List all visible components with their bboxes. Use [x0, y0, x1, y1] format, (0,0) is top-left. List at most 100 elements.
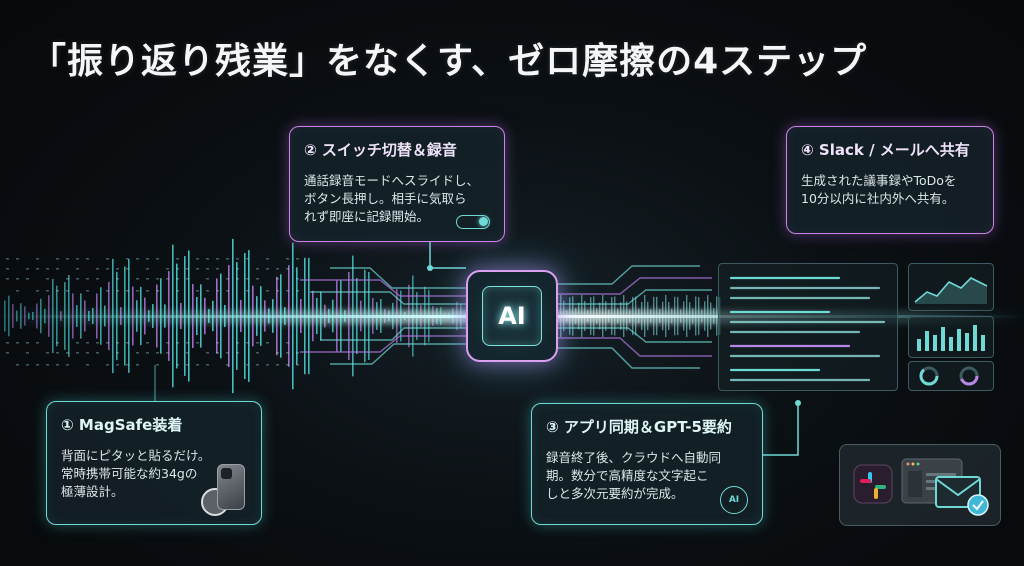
- circuit-trace: [310, 291, 466, 305]
- data-dot: [266, 290, 269, 292]
- data-dot: [56, 342, 59, 344]
- data-dot: [26, 364, 29, 366]
- data-dot: [46, 290, 49, 292]
- data-dot: [116, 364, 119, 366]
- data-dot: [296, 278, 299, 280]
- data-dot: [46, 278, 49, 280]
- data-dot: [16, 278, 19, 280]
- ai-badge-icon: AI: [720, 486, 748, 514]
- circuit-trace: [558, 327, 712, 343]
- data-dot: [296, 352, 299, 354]
- data-dot: [126, 364, 129, 366]
- data-dot: [266, 258, 269, 260]
- data-dot: [176, 268, 179, 270]
- data-dot: [206, 268, 209, 270]
- data-dot: [166, 268, 169, 270]
- data-dot: [286, 364, 289, 366]
- data-dot: [76, 278, 79, 280]
- data-dot: [46, 352, 49, 354]
- data-dot: [156, 352, 159, 354]
- data-dot: [156, 278, 159, 280]
- data-dot: [26, 268, 29, 270]
- data-dot: [216, 290, 219, 292]
- ai-chip-core: AI: [482, 286, 542, 346]
- data-dots: [6, 258, 299, 366]
- data-dot: [116, 352, 119, 354]
- connector-dot: [795, 400, 801, 406]
- data-dot: [86, 364, 89, 366]
- data-dot: [246, 278, 249, 280]
- data-dot: [96, 278, 99, 280]
- data-dot: [106, 258, 109, 260]
- data-dot: [286, 342, 289, 344]
- data-dot: [86, 290, 89, 292]
- data-dot: [176, 290, 179, 292]
- data-dot: [206, 278, 209, 280]
- step-4-text: 生成された議事録やToDoを 10分以内に社内外へ共有。: [801, 173, 957, 206]
- data-dot: [236, 342, 239, 344]
- data-dot: [276, 364, 279, 366]
- data-dot: [276, 290, 279, 292]
- data-dot: [136, 364, 139, 366]
- circuit-trace: [330, 343, 466, 365]
- data-dot: [196, 258, 199, 260]
- data-dot: [86, 352, 89, 354]
- data-dot: [16, 342, 19, 344]
- data-dot: [56, 364, 59, 366]
- data-dot: [6, 268, 9, 270]
- data-dot: [276, 268, 279, 270]
- data-dot: [196, 290, 199, 292]
- connector-step2: [429, 242, 466, 269]
- data-dot: [186, 342, 189, 344]
- check-icon: [967, 494, 989, 516]
- data-dot: [236, 352, 239, 354]
- data-dot: [186, 268, 189, 270]
- data-dot: [106, 290, 109, 292]
- data-dot: [226, 290, 229, 292]
- step-1-heading: ① MagSafe装着: [61, 416, 183, 434]
- data-dot: [66, 290, 69, 292]
- data-dot: [236, 268, 239, 270]
- data-dot: [96, 268, 99, 270]
- data-dot: [176, 364, 179, 366]
- data-dot: [276, 278, 279, 280]
- data-dot: [166, 352, 169, 354]
- area-chart-widget: [908, 263, 994, 311]
- step-card-2: ② スイッチ切替＆録音 通話録音モードへスライドし、 ボタン長押し。相手に気取ら…: [289, 126, 505, 242]
- data-dot: [246, 342, 249, 344]
- data-dot: [136, 352, 139, 354]
- data-dot: [276, 352, 279, 354]
- ai-chip-label: AI: [498, 302, 526, 330]
- data-dot: [266, 268, 269, 270]
- data-dot: [106, 268, 109, 270]
- data-dot: [196, 268, 199, 270]
- step-card-4: ④ Slack / メールへ共有 生成された議事録やToDoを 10分以内に社内…: [786, 126, 994, 234]
- data-dot: [146, 278, 149, 280]
- data-dot: [126, 268, 129, 270]
- data-dot: [146, 268, 149, 270]
- data-dot: [16, 290, 19, 292]
- data-dot: [176, 258, 179, 260]
- data-dot: [256, 352, 259, 354]
- step-1-text: 背面にピタッと貼るだけ。 常時携帯可能な約34gの 極薄設計。: [61, 448, 211, 499]
- step-3-heading: ③ アプリ同期＆GPT-5要約: [546, 418, 732, 436]
- circuit-trace: [558, 289, 712, 305]
- data-dot: [136, 278, 139, 280]
- document-panel: [718, 263, 898, 391]
- data-dot: [6, 342, 9, 344]
- circuit-trace: [558, 337, 712, 357]
- data-dot: [296, 258, 299, 260]
- donut-icons: [919, 366, 979, 386]
- step-card-3: ③ アプリ同期＆GPT-5要約 録音終了後、クラウドへ自動同 期。数分で高精度な…: [531, 403, 763, 525]
- data-dot: [296, 364, 299, 366]
- circuit-trace: [558, 265, 700, 285]
- data-dot: [56, 258, 59, 260]
- data-dot: [36, 258, 39, 260]
- bar-chart-widget: [908, 316, 994, 358]
- data-dot: [246, 258, 249, 260]
- data-dot: [146, 352, 149, 354]
- data-dot: [56, 352, 59, 354]
- data-dot: [126, 342, 129, 344]
- data-dot: [226, 258, 229, 260]
- data-dot: [206, 364, 209, 366]
